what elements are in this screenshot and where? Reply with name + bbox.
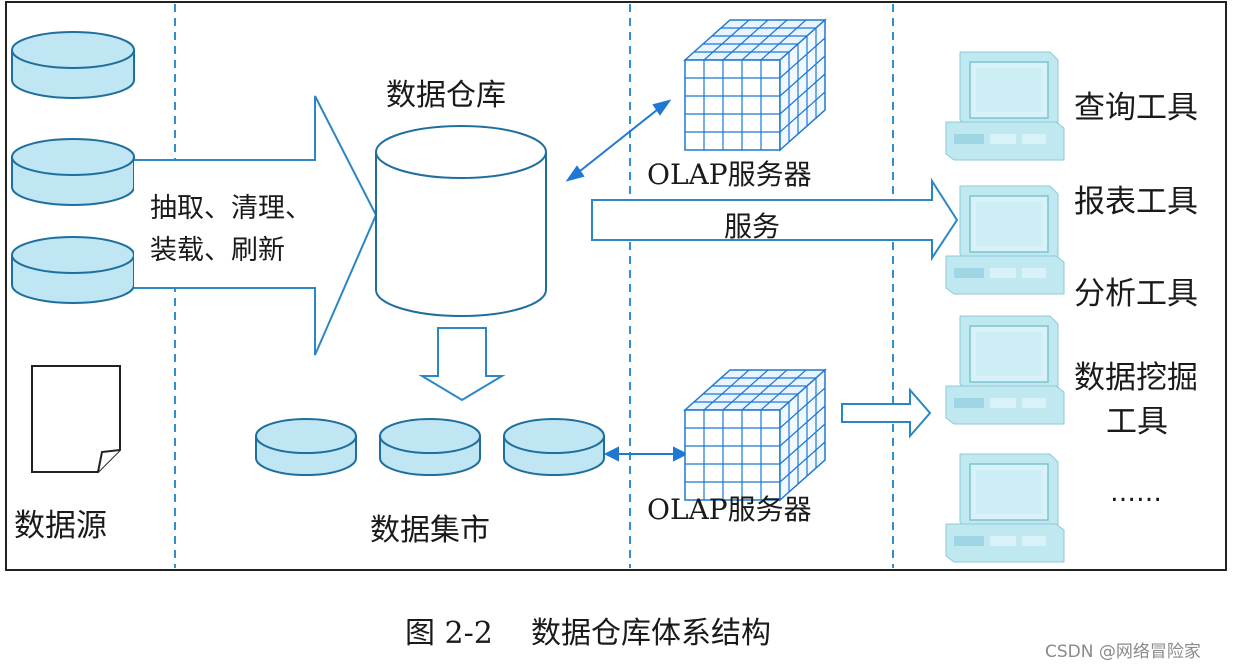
tool-label-query: 查询工具 xyxy=(1074,90,1198,126)
source-cylinder-3 xyxy=(11,236,135,304)
computer-icon-1 xyxy=(945,51,1065,161)
olap-top-label: OLAP服务器 xyxy=(647,158,812,191)
figure-caption: 图 2-2 数据仓库体系结构 xyxy=(405,616,771,651)
warehouse-cylinder xyxy=(375,125,547,317)
olap-bottom-label: OLAP服务器 xyxy=(647,493,812,526)
tool-label-report: 报表工具 xyxy=(1074,184,1198,220)
small-right-arrow xyxy=(841,387,932,439)
computer-icon-4 xyxy=(945,453,1065,563)
datamart-label: 数据集市 xyxy=(370,513,490,548)
computer-icon-2 xyxy=(945,185,1065,295)
double-arrow-mart-olap xyxy=(603,446,689,462)
source-cylinder-1 xyxy=(11,31,135,99)
service-arrow xyxy=(591,177,959,262)
computer-icon-3 xyxy=(945,315,1065,425)
data-mart-cylinder-3 xyxy=(503,418,605,476)
watermark: CSDN @网络冒险家 xyxy=(1045,642,1201,662)
etl-label-line2: 装载、刷新 xyxy=(150,235,285,266)
tool-label-ellipsis: …… xyxy=(1110,478,1162,508)
document-icon xyxy=(31,365,121,473)
sources-label: 数据源 xyxy=(14,508,107,544)
data-mart-cylinders xyxy=(255,418,605,476)
data-mart-cylinder-1 xyxy=(255,418,357,476)
service-label: 服务 xyxy=(724,210,781,243)
double-arrows xyxy=(565,99,689,462)
source-cylinder-2 xyxy=(11,138,135,206)
etl-label-line1: 抽取、清理、 xyxy=(150,193,312,224)
tool-label-datamining-line2: 工具 xyxy=(1106,404,1168,440)
tool-label-datamining: 数据挖掘 xyxy=(1074,360,1198,396)
double-arrow-warehouse-olap xyxy=(565,99,672,182)
source-database-cylinders xyxy=(11,31,135,304)
data-mart-cylinder-2 xyxy=(379,418,481,476)
tool-label-analysis: 分析工具 xyxy=(1074,276,1198,312)
down-arrow xyxy=(418,327,506,402)
warehouse-label: 数据仓库 xyxy=(386,78,506,113)
